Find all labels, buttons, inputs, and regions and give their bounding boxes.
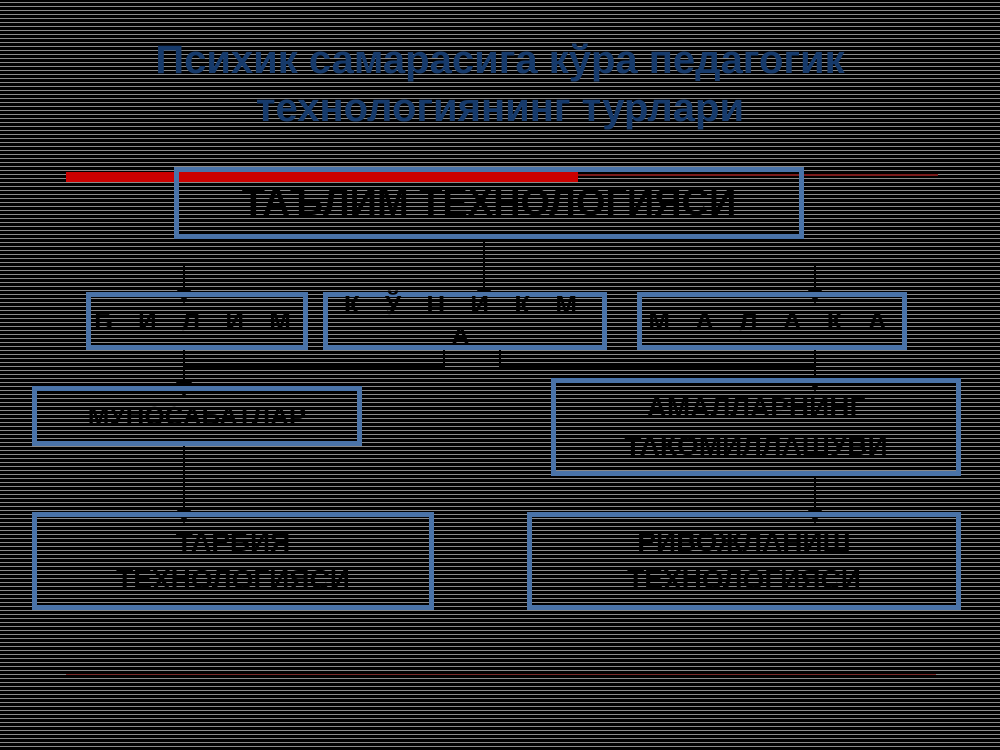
box-tarbiya-line-2: ТЕХНОЛОГИЯСИ (116, 564, 350, 595)
box-amallar-line-1: АМАЛЛАРНИНГ (646, 392, 866, 423)
box-amallar-line-2: ТАКОМИЛЛАШУВИ (624, 430, 888, 461)
slide-title: Психик самарасига кўра педагогик техноло… (0, 36, 1000, 132)
box-bilim: Б И Л И М (86, 292, 308, 350)
box-rivojlanish-technology: РИВОЖЛАНИШ ТЕХНОЛОГИЯСИ (527, 512, 961, 610)
box-konikma: К Ў Н И К М А (323, 290, 607, 351)
box-talim-technology: ТАЪЛИМ ТЕХНОЛОГИЯСИ (174, 167, 804, 239)
accent-thin-line (578, 174, 938, 176)
bottom-rule-line (66, 674, 936, 675)
box-rivojlanish-line-1: РИВОЖЛАНИШ (637, 526, 851, 557)
box-tarbiya-line-1: ТАРБИЯ (175, 526, 291, 557)
box-talim-technology-label: ТАЪЛИМ ТЕХНОЛОГИЯСИ (241, 181, 737, 224)
slide-title-line-1: Психик самарасига кўра педагогик (155, 38, 845, 82)
box-rivojlanish-line-2: ТЕХНОЛОГИЯСИ (627, 564, 861, 595)
slide-title-line-2: технологиянинг турлари (255, 86, 745, 130)
box-konikma-label: К Ў Н И К М А (343, 290, 587, 351)
red-accent-bar (66, 172, 578, 182)
box-malaka: М А Л А К А (637, 292, 907, 350)
box-munosabatlar: МУНОСАБАТЛАР (32, 386, 362, 446)
box-tarbiya-technology: ТАРБИЯ ТЕХНОЛОГИЯСИ (32, 512, 434, 610)
box-malaka-label: М А Л А К А (648, 305, 896, 336)
box-munosabatlar-label: МУНОСАБАТЛАР (87, 400, 307, 431)
box-amallar-takomillashuvi: АМАЛЛАРНИНГ ТАКОМИЛЛАШУВИ (551, 378, 961, 476)
box-bilim-label: Б И Л И М (94, 305, 300, 336)
